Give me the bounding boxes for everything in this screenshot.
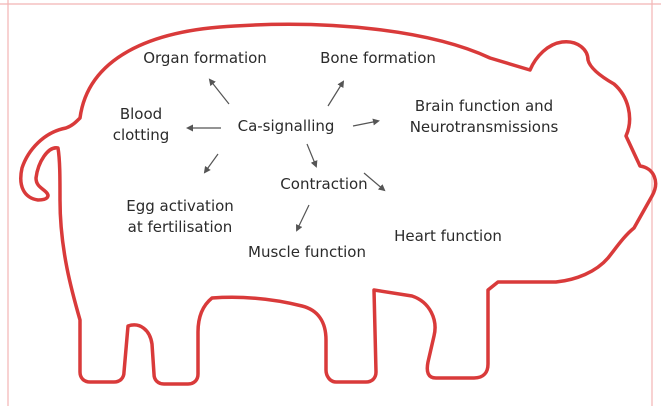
label-brain-function: Brain function and Neurotransmissions <box>410 96 559 138</box>
pig-outline <box>21 24 656 384</box>
arrow-to-organ-formation <box>210 80 229 104</box>
label-bone-formation: Bone formation <box>320 48 436 69</box>
arrow-to-contraction <box>307 144 316 166</box>
label-heart-function: Heart function <box>394 226 502 247</box>
label-egg-activation: Egg activation at fertilisation <box>126 196 234 238</box>
label-organ-formation: Organ formation <box>143 48 267 69</box>
label-blood-clotting: Blood clotting <box>113 104 170 146</box>
label-muscle-function: Muscle function <box>248 242 366 263</box>
arrow-to-bone-formation <box>328 82 343 106</box>
arrow-to-muscle-function <box>297 205 309 230</box>
arrow-to-egg-activation <box>205 154 218 172</box>
label-contraction: Contraction <box>280 174 367 195</box>
label-ca-signalling: Ca-signalling <box>238 116 335 137</box>
arrow-to-brain-function <box>353 121 378 126</box>
